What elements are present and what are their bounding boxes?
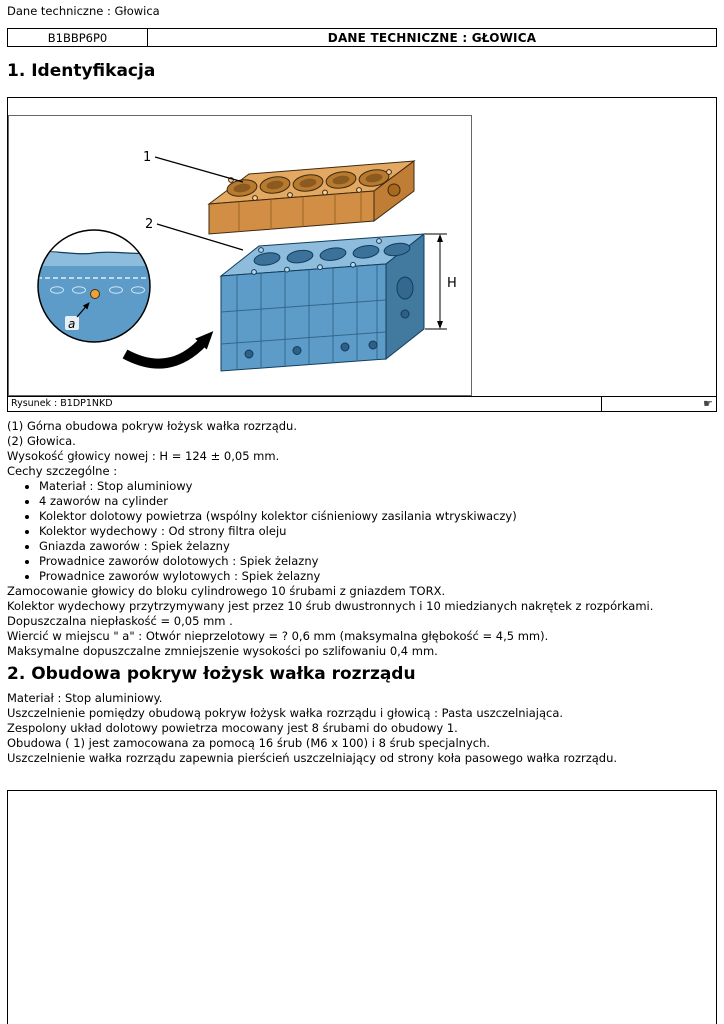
text-line: Zespolony układ dolotowy powietrza mocow… bbox=[7, 721, 458, 735]
callout-1-label: 1 bbox=[143, 150, 151, 165]
list-item: Prowadnice zaworów dolotowych : Spiek że… bbox=[39, 554, 717, 569]
text-line: Dopuszczalna niepłaskość = 0,05 mm . bbox=[7, 614, 233, 628]
list-item: Prowadnice zaworów wylotowych : Spiek że… bbox=[39, 569, 717, 584]
callout-1-leader bbox=[154, 156, 244, 183]
list-item: Kolektor wydechowy : Od strony filtra ol… bbox=[39, 524, 717, 539]
figure-image: H 1 2 bbox=[8, 115, 472, 396]
height-dimension bbox=[425, 233, 447, 330]
text-line: Uszczelnienie pomiędzy obudową pokryw ło… bbox=[7, 706, 564, 720]
callout-2-leader bbox=[156, 223, 244, 251]
caption-divider bbox=[601, 397, 602, 411]
text-line: (1) Górna obudowa pokryw łożysk wałka ro… bbox=[7, 419, 298, 433]
text-line: Zamocowanie głowicy do bloku cylindroweg… bbox=[7, 584, 446, 598]
text-line: Cechy szczególne : bbox=[7, 464, 118, 478]
cylinder-head-illustration: H 1 2 bbox=[37, 150, 457, 372]
pointer-hand-icon[interactable]: ☛ bbox=[703, 397, 713, 410]
section-2-body: Materiał : Stop aluminiowy. Uszczelnieni… bbox=[7, 691, 717, 766]
cylinder-head-part bbox=[219, 232, 426, 372]
section-1-heading: 1. Identyfikacja bbox=[7, 61, 156, 81]
page-title: DANE TECHNICZNE : GŁOWICA bbox=[327, 30, 537, 45]
callout-2-label: 2 bbox=[145, 217, 153, 232]
list-item: 4 zaworów na cylinder bbox=[39, 494, 717, 509]
figure-caption: Rysunek : B1DP1NKD bbox=[11, 398, 113, 409]
text-line: Wysokość głowicy nowej : H = 124 ± 0,05 … bbox=[7, 449, 280, 463]
section-1-body: (1) Górna obudowa pokryw łożysk wałka ro… bbox=[7, 419, 717, 659]
text-line: Obudowa ( 1) jest zamocowana za pomocą 1… bbox=[7, 736, 491, 750]
detail-inset: a bbox=[37, 229, 151, 343]
next-figure-frame bbox=[7, 790, 717, 1024]
list-item: Gniazda zaworów : Spiek żelazny bbox=[39, 539, 717, 554]
list-item: Materiał : Stop aluminiowy bbox=[39, 479, 717, 494]
text-line: Wiercić w miejscu " a" : Otwór nieprzelo… bbox=[7, 629, 549, 643]
breadcrumb: Dane techniczne : Głowica bbox=[7, 4, 160, 18]
text-line: Materiał : Stop aluminiowy. bbox=[7, 691, 163, 705]
header-table: B1BBP6P0 DANE TECHNICZNE : GŁOWICA bbox=[7, 28, 717, 47]
text-line: Kolektor wydechowy przytrzymywany jest p… bbox=[7, 599, 654, 613]
figure-box: H 1 2 bbox=[7, 97, 717, 412]
dimension-h-label: H bbox=[447, 276, 457, 291]
doc-code: B1BBP6P0 bbox=[8, 29, 148, 46]
cam-housing-part bbox=[207, 160, 416, 235]
features-list: Materiał : Stop aluminiowy 4 zaworów na … bbox=[7, 479, 717, 584]
detail-a-label: a bbox=[68, 317, 75, 331]
inset-pointer-arrow bbox=[122, 331, 214, 369]
text-line: (2) Głowica. bbox=[7, 434, 76, 448]
list-item: Kolektor dolotowy powietrza (wspólny kol… bbox=[39, 509, 717, 524]
text-line: Maksymalne dopuszczalne zmniejszenie wys… bbox=[7, 644, 438, 658]
section-2-heading: 2. Obudowa pokryw łożysk wałka rozrządu bbox=[7, 664, 416, 684]
drill-point-marker bbox=[90, 289, 100, 299]
text-line: Uszczelnienie wałka rozrządu zapewnia pi… bbox=[7, 751, 618, 765]
figure-caption-row: Rysunek : B1DP1NKD ☛ bbox=[8, 396, 716, 411]
detail-a-leader bbox=[76, 302, 90, 318]
